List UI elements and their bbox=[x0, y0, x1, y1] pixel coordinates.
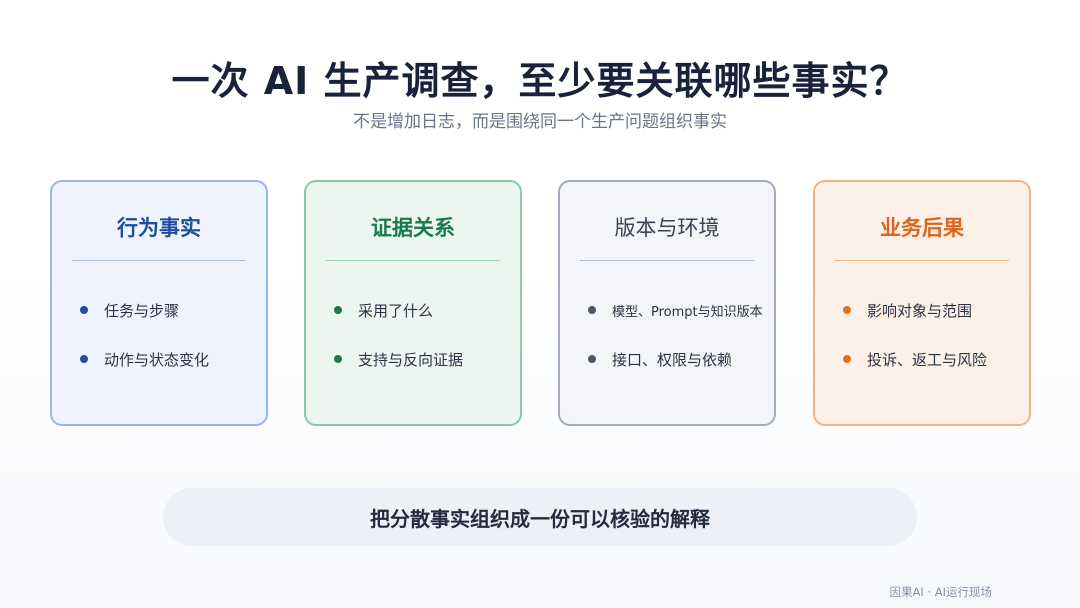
list-item-label: 动作与状态变化 bbox=[104, 350, 210, 369]
bullet-dot-icon bbox=[334, 306, 342, 314]
bullet-dot-icon bbox=[80, 306, 88, 314]
card-divider bbox=[326, 260, 500, 261]
bullet-dot-icon bbox=[843, 306, 851, 314]
list-item-label: 采用了什么 bbox=[358, 301, 434, 320]
bullet-dot-icon bbox=[843, 355, 851, 363]
list-item: 模型、Prompt与知识版本 bbox=[588, 299, 768, 321]
bullet-dot-icon bbox=[588, 306, 596, 314]
list-item: 投诉、返工与风险 bbox=[843, 348, 1023, 370]
card-divider bbox=[580, 260, 754, 261]
card-divider bbox=[835, 260, 1009, 261]
list-item-label: 影响对象与范围 bbox=[867, 301, 973, 320]
bullet-dot-icon bbox=[588, 355, 596, 363]
list-item-label: 接口、权限与依赖 bbox=[612, 350, 733, 369]
card-divider bbox=[72, 260, 246, 261]
list-item: 影响对象与范围 bbox=[843, 299, 1023, 321]
list-item: 动作与状态变化 bbox=[80, 348, 260, 370]
conclusion-banner: 把分散事实组织成一份可以核验的解释 bbox=[163, 488, 917, 546]
bullet-dot-icon bbox=[80, 355, 88, 363]
list-item-label: 模型、Prompt与知识版本 bbox=[612, 304, 763, 320]
list-item: 支持与反向证据 bbox=[334, 348, 514, 370]
list-item-label: 任务与步骤 bbox=[104, 301, 180, 320]
page-title: 一次 AI 生产调查，至少要关联哪些事实？ bbox=[171, 59, 909, 103]
bullet-dot-icon bbox=[334, 355, 342, 363]
card-title: 业务后果 bbox=[880, 216, 964, 240]
list-item: 接口、权限与依赖 bbox=[588, 348, 768, 370]
list-item: 采用了什么 bbox=[334, 299, 514, 321]
list-item-label: 支持与反向证据 bbox=[358, 350, 464, 369]
card-business-consequences: 业务后果 影响对象与范围 投诉、返工与风险 bbox=[813, 180, 1031, 426]
card-behavior-facts: 行为事实 任务与步骤 动作与状态变化 bbox=[50, 180, 268, 426]
card-version-environment: 版本与环境 模型、Prompt与知识版本 接口、权限与依赖 bbox=[558, 180, 776, 426]
banner-text: 把分散事实组织成一份可以核验的解释 bbox=[370, 506, 710, 531]
page-subtitle: 不是增加日志，而是围绕同一个生产问题组织事实 bbox=[353, 112, 727, 132]
list-item: 任务与步骤 bbox=[80, 299, 260, 321]
card-title: 版本与环境 bbox=[614, 216, 720, 240]
card-title: 行为事实 bbox=[117, 216, 201, 240]
footer-caption: 因果AI · AI运行现场 bbox=[889, 585, 992, 599]
card-evidence-relations: 证据关系 采用了什么 支持与反向证据 bbox=[304, 180, 522, 426]
list-item-label: 投诉、返工与风险 bbox=[867, 350, 988, 369]
card-title: 证据关系 bbox=[371, 216, 455, 240]
